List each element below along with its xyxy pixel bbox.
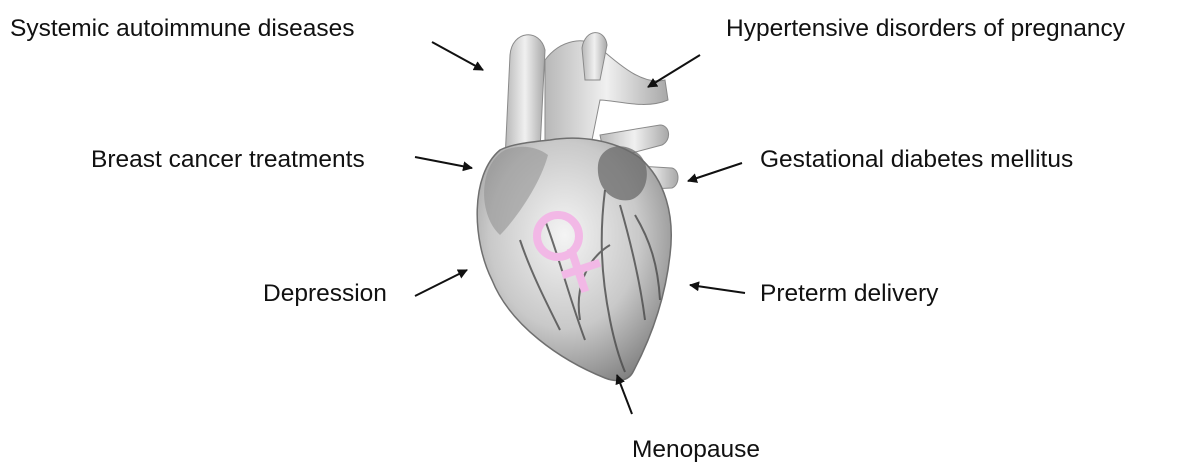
arrow-systemic bbox=[432, 42, 483, 70]
arrow-menopause bbox=[617, 375, 632, 414]
arrow-breast bbox=[415, 157, 472, 168]
label-hypertensive-pregnancy: Hypertensive disorders of pregnancy bbox=[726, 17, 1125, 42]
arrow-preterm bbox=[690, 285, 745, 293]
heart-illustration bbox=[477, 33, 678, 381]
label-preterm-delivery: Preterm delivery bbox=[760, 282, 938, 307]
label-systemic-autoimmune: Systemic autoimmune diseases bbox=[10, 17, 355, 42]
arrow-gestational bbox=[688, 163, 742, 181]
label-gestational-diabetes: Gestational diabetes mellitus bbox=[760, 148, 1073, 173]
arrow-depression bbox=[415, 270, 467, 296]
label-menopause: Menopause bbox=[632, 438, 760, 463]
label-breast-cancer: Breast cancer treatments bbox=[91, 148, 365, 173]
label-depression: Depression bbox=[263, 282, 387, 307]
arrow-hypertensive bbox=[648, 55, 700, 87]
